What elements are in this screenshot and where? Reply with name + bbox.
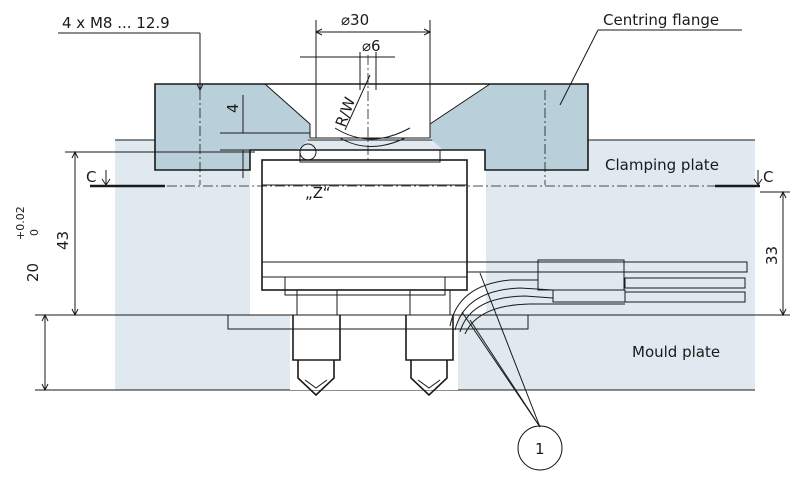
screw-callout bbox=[58, 32, 204, 92]
plate-cutout bbox=[250, 150, 486, 315]
dim-4-label: 4 bbox=[224, 103, 242, 113]
dim-dia-30 bbox=[314, 20, 432, 138]
dim-4 bbox=[220, 95, 310, 178]
nozzle-body bbox=[227, 149, 529, 397]
item-1-circle bbox=[517, 425, 563, 471]
section-label-left: C bbox=[86, 168, 96, 186]
cables bbox=[449, 259, 748, 335]
centring-flange bbox=[154, 83, 589, 171]
dia-30-label: ⌀30 bbox=[341, 11, 369, 29]
item-1-label: 1 bbox=[535, 440, 545, 458]
dim-33 bbox=[760, 190, 790, 317]
clamping-plate-label: Clamping plate bbox=[605, 156, 719, 174]
dim-33-label: 33 bbox=[763, 246, 781, 265]
dim-43 bbox=[65, 150, 255, 317]
dim-20-label: 20 bbox=[24, 263, 42, 282]
section-arrow-left bbox=[101, 170, 111, 186]
plate-cutout-lower bbox=[290, 315, 458, 390]
radius-leader bbox=[344, 74, 371, 131]
detail-z-label: „Z“ bbox=[305, 184, 331, 202]
dim-dia-6 bbox=[300, 52, 395, 90]
mould-plate-label: Mould plate bbox=[632, 343, 720, 361]
section-label-right: C bbox=[763, 168, 773, 186]
section-arrow-right bbox=[753, 170, 763, 186]
tol-lower-label: 0 bbox=[28, 229, 41, 236]
dia-6-label: ⌀6 bbox=[362, 37, 381, 55]
item-1-leaders bbox=[461, 272, 563, 471]
screw-spec-label: 4 x M8 ... 12.9 bbox=[62, 14, 170, 32]
tol-upper-label: +0.02 bbox=[14, 206, 27, 240]
radius-label: R/W bbox=[332, 95, 359, 130]
centring-flange-label: Centring flange bbox=[603, 11, 719, 29]
flange-leader bbox=[559, 29, 742, 106]
dim-43-label: 43 bbox=[54, 231, 72, 250]
dim-20 bbox=[41, 313, 49, 392]
detail-z-circle bbox=[299, 143, 317, 161]
